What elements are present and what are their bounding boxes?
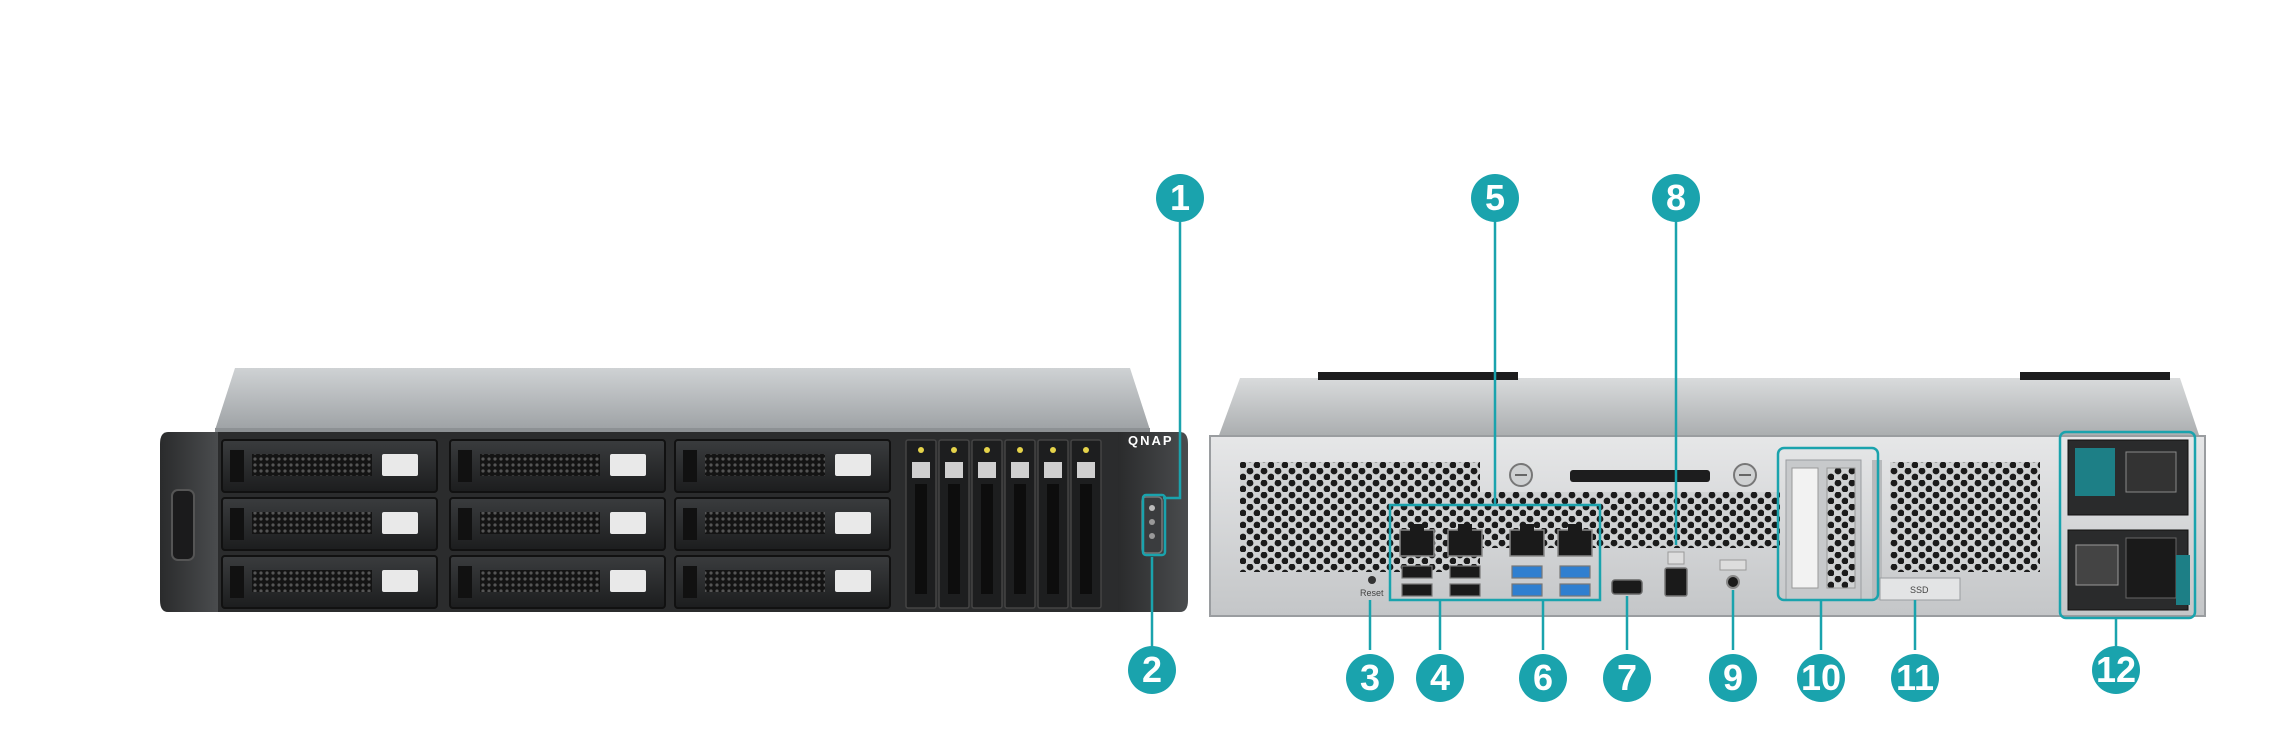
reset-label: Reset (1360, 588, 1384, 598)
usb-port[interactable] (1559, 565, 1591, 579)
callout-number: 2 (1142, 649, 1162, 690)
reset-button[interactable] (1368, 576, 1376, 584)
callout-number: 4 (1430, 657, 1450, 698)
hdd-tray-grid (221, 439, 891, 609)
callout-circle (1471, 174, 1519, 222)
usb-port-group (1401, 565, 1591, 597)
drive-tray-3-5[interactable] (449, 497, 666, 551)
callout-marker-1: 1 (1156, 174, 1204, 222)
callout-circle (1128, 646, 1176, 694)
callout-number: 3 (1360, 657, 1380, 698)
rj45-lan-port[interactable] (1447, 524, 1483, 557)
front-chassis-top (215, 368, 1150, 430)
callout-circle (1891, 654, 1939, 702)
drive-tray-2-5[interactable] (1004, 439, 1036, 609)
callout-circle (1416, 654, 1464, 702)
callout-number: 10 (1801, 657, 1841, 698)
rj45-lan-port[interactable] (1399, 524, 1435, 557)
callout-circle (1797, 654, 1845, 702)
callout-number: 5 (1485, 177, 1505, 218)
front-panel: QNAP (160, 368, 1188, 612)
power-supply-units (2067, 439, 2190, 611)
rear-panel: Reset SSD (1209, 372, 2206, 617)
callout-number: 8 (1666, 177, 1686, 218)
drive-tray-2-5[interactable] (938, 439, 970, 609)
drive-tray-2-5[interactable] (905, 439, 937, 609)
callout-number: 1 (1170, 177, 1190, 218)
callout-circle (1519, 654, 1567, 702)
rear-chassis-top (1218, 378, 2200, 438)
mounting-screw (1509, 463, 1533, 487)
rear-vent-left (1240, 462, 1480, 572)
drive-tray-3-5[interactable] (221, 439, 438, 493)
callout-marker-2: 2 (1128, 646, 1176, 694)
drive-tray-3-5[interactable] (674, 555, 891, 609)
expansion-slots (1785, 459, 1882, 601)
usb-port[interactable] (1511, 583, 1543, 597)
drive-tray-2-5[interactable] (1070, 439, 1102, 609)
ssd-label: SSD (1910, 585, 1929, 595)
callout-number: 6 (1533, 657, 1553, 698)
usb-port[interactable] (1449, 565, 1481, 579)
drive-tray-3-5[interactable] (221, 555, 438, 609)
usb-port[interactable] (1401, 583, 1433, 597)
brand-logo: QNAP (1128, 433, 1174, 448)
usb-port[interactable] (1559, 583, 1591, 597)
lan-port-group (1399, 524, 1593, 557)
callout-circle (1652, 174, 1700, 222)
callout-marker-11: 11 (1891, 654, 1939, 702)
callout-circle (1709, 654, 1757, 702)
callout-number: 9 (1723, 657, 1743, 698)
drive-tray-3-5[interactable] (221, 497, 438, 551)
usb-port[interactable] (1401, 565, 1433, 579)
callout-marker-9: 9 (1709, 654, 1757, 702)
callout-number: 7 (1617, 657, 1637, 698)
callout-marker-12: 12 (2092, 646, 2140, 694)
callout-circle (1603, 654, 1651, 702)
callout-marker-5: 5 (1471, 174, 1519, 222)
drive-tray-3-5[interactable] (449, 555, 666, 609)
drive-tray-2-5[interactable] (971, 439, 1003, 609)
callout-circle (2092, 646, 2140, 694)
rj45-lan-port[interactable] (1557, 524, 1593, 557)
callout-marker-3: 3 (1346, 654, 1394, 702)
usb-port[interactable] (1449, 583, 1481, 597)
callout-marker-8: 8 (1652, 174, 1700, 222)
callout-circle (1156, 174, 1204, 222)
callout-highlight-boxes (1141, 430, 2197, 620)
drive-tray-3-5[interactable] (449, 439, 666, 493)
drive-tray-2-5[interactable] (1037, 439, 1069, 609)
callout-leader-lines (1150, 218, 2118, 650)
rear-vent-right-2 (1960, 462, 2040, 572)
callout-circle (1346, 654, 1394, 702)
drive-tray-3-5[interactable] (674, 497, 891, 551)
drive-tray-3-5[interactable] (674, 439, 891, 493)
callout-marker-6: 6 (1519, 654, 1567, 702)
callout-marker-4: 4 (1416, 654, 1464, 702)
ssd-tray-grid (905, 439, 1102, 609)
usb-port[interactable] (1511, 565, 1543, 579)
rj45-lan-port[interactable] (1509, 524, 1545, 557)
console-port[interactable] (1664, 567, 1688, 597)
callout-number: 12 (2096, 649, 2136, 690)
mounting-screw (1733, 463, 1757, 487)
ssd-slot (1879, 577, 1961, 601)
callout-number: 11 (1896, 657, 1934, 698)
callout-marker-10: 10 (1797, 654, 1845, 702)
hdmi-port[interactable] (1611, 579, 1643, 595)
callout-marker-7: 7 (1603, 654, 1651, 702)
audio-jack[interactable] (1726, 575, 1740, 589)
